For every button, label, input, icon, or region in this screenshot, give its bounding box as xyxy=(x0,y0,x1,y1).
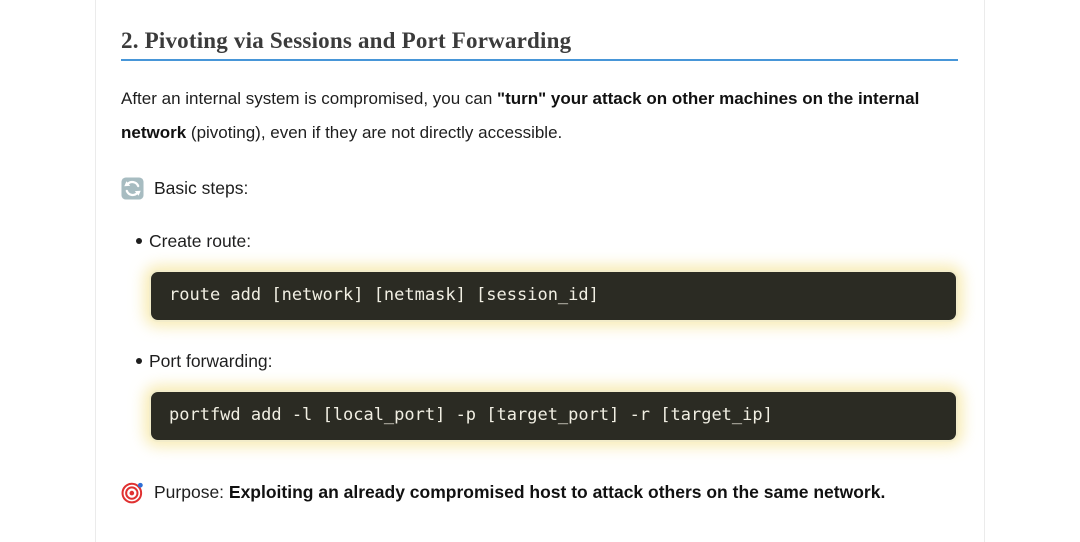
purpose-bold-text: Exploiting an already compromised host t… xyxy=(228,481,886,502)
intro-bold-text: "turn" your attack on other machines on … xyxy=(121,88,920,142)
steps-list: Create route: route add [network] [netma… xyxy=(121,229,958,442)
intro-text-2: (pivoting), even if they are not directl… xyxy=(186,122,563,142)
list-item-port-forwarding: Port forwarding: portfwd add -l [local_p… xyxy=(149,349,958,442)
intro-text-1: After an internal system is compromised,… xyxy=(121,88,498,108)
code-block-portfwd: portfwd add -l [local_port] -p [target_p… xyxy=(149,389,958,442)
content-card: 2. Pivoting via Sessions and Port Forwar… xyxy=(95,0,985,542)
cycle-arrows-icon xyxy=(121,177,144,200)
purpose-prefix: Purpose: xyxy=(154,481,229,502)
code-text: route add [network] [netmask] [session_i… xyxy=(169,284,599,305)
step-label: Port forwarding: xyxy=(149,349,958,373)
section-heading: 2. Pivoting via Sessions and Port Forwar… xyxy=(121,28,572,53)
intro-paragraph: After an internal system is compromised,… xyxy=(121,82,958,150)
step-label: Create route: xyxy=(149,229,958,253)
basic-steps-label: Basic steps: xyxy=(154,177,249,198)
code-text: portfwd add -l [local_port] -p [target_p… xyxy=(169,404,773,425)
list-item-create-route: Create route: route add [network] [netma… xyxy=(149,229,958,322)
purpose-line: Purpose: Exploiting an already compromis… xyxy=(121,481,958,504)
purpose-text: Purpose: Exploiting an already compromis… xyxy=(154,482,885,503)
heading-underline xyxy=(121,58,958,61)
target-icon xyxy=(121,481,144,504)
code-block-route: route add [network] [netmask] [session_i… xyxy=(149,269,958,322)
basic-steps-line: Basic steps: xyxy=(121,177,958,200)
